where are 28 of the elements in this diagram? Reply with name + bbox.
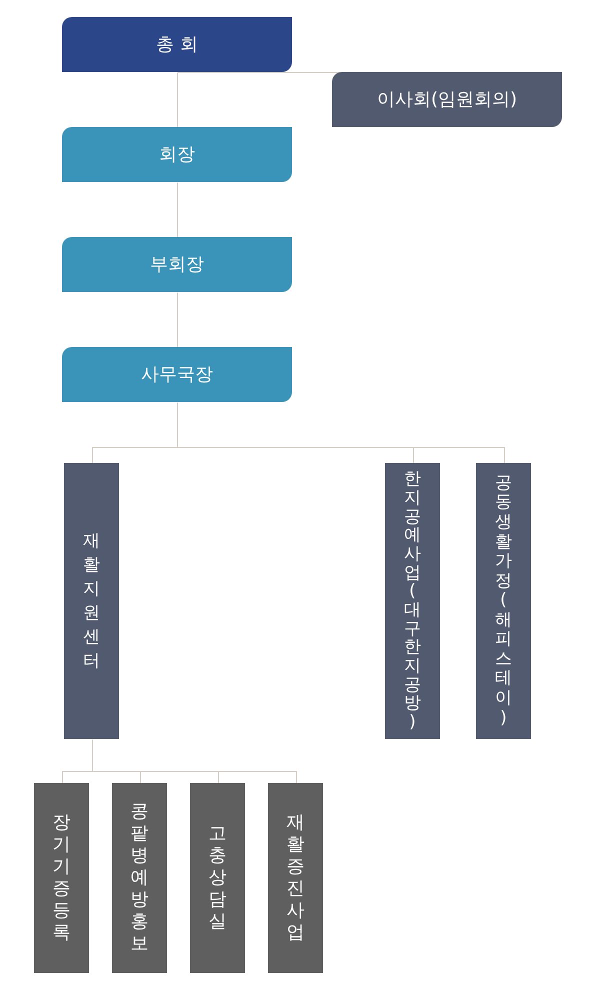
unit-column-box [268,783,323,973]
connector-line [177,182,178,238]
unit-label: 장기기증등록 [52,812,70,944]
unit-column-box [112,783,167,973]
unit-column-box [385,463,440,739]
unit-label: 부회장 [150,254,204,276]
org-box [62,127,292,182]
org-box [332,72,562,127]
unit-label: 재활증진사업 [286,812,304,944]
org-box [62,347,292,402]
unit-label: 한지공예사업(대구한지공방) [404,470,421,732]
unit-column-box [190,783,245,973]
unit-column-box [64,463,119,739]
org-box [62,17,292,72]
connector-line [177,292,178,348]
unit-label: 고충상담실 [208,823,226,933]
unit-label: 이사회(임원회의) [376,88,518,110]
org-box [62,237,292,292]
connector-line [92,739,297,784]
unit-label: 사무국장 [141,364,213,386]
unit-label: 콩팥병예방홍보 [130,801,148,955]
unit-column-box [34,783,89,973]
connector-line [177,72,178,128]
unit-label: 총 회 [156,34,198,56]
unit-label: 공동생활가정(해피스테이) [495,474,512,728]
unit-label: 회장 [159,144,195,166]
unit-label: 재활지원센터 [83,530,100,674]
unit-column-box [476,463,531,739]
